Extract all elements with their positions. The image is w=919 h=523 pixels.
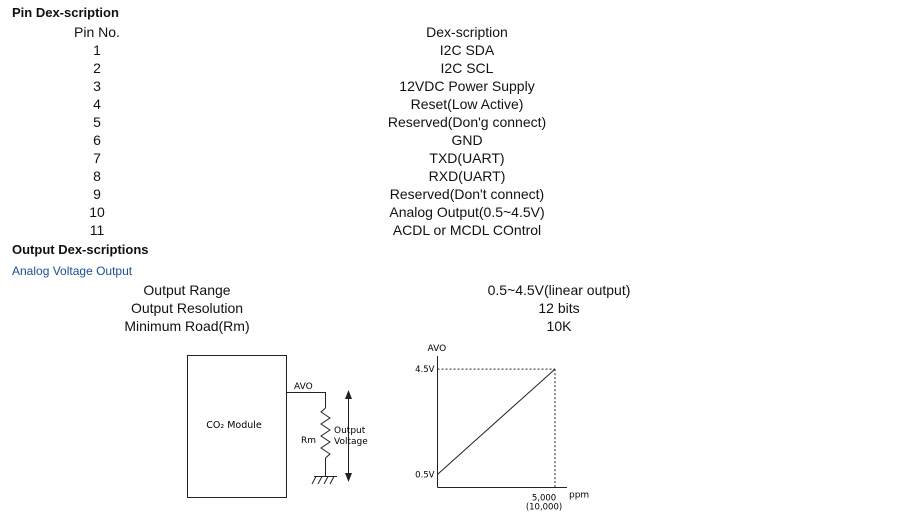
pin-section-title: Pin Dex-scription <box>12 5 119 20</box>
x-axis-label: ppm <box>569 491 589 501</box>
output-table-row: Output Range 0.5~4.5V(linear output) <box>12 281 912 299</box>
pin-table-row: 1 I2C SDA <box>12 41 912 59</box>
pin-description: I2C SDA <box>439 42 495 58</box>
avo-series-line <box>437 368 556 475</box>
pin-description: GND <box>451 132 483 148</box>
pin-table: Pin No. Dex-scription 1 I2C SDA 2 I2C SCL 3 1… <box>12 23 912 239</box>
co2-module-box <box>187 355 287 498</box>
output-diagram: CO₂ Module AVO Rm Output Voltage AVO ppm 4… <box>187 344 589 513</box>
pin-table-row: 3 12VDC Power Supply <box>12 77 912 95</box>
ground-symbol <box>311 476 337 485</box>
avo-chart: AVO ppm 4.5V 0.5V 5,000(10,000) <box>415 344 589 513</box>
output-table-row: Minimum Road(Rm) 10K <box>12 317 912 335</box>
output-parameter-name: Output Range <box>143 282 231 298</box>
pin-table-row: 6 GND <box>12 131 912 149</box>
pin-number: 8 <box>93 168 101 184</box>
y-axis-label: AVO <box>428 344 447 354</box>
description-header: Dex-scription <box>426 24 508 40</box>
pin-description: Analog Output(0.5~4.5V) <box>389 204 545 220</box>
pin-number: 1 <box>93 42 101 58</box>
pin-number: 6 <box>93 132 101 148</box>
pin-table-row: 9 Reserved(Don't connect) <box>12 185 912 203</box>
resistor-symbol <box>320 407 331 459</box>
pin-table-row: 10 Analog Output(0.5~4.5V) <box>12 203 912 221</box>
x-tick-label: 5,000 <box>532 494 556 504</box>
pin-table-row: 7 TXD(UART) <box>12 149 912 167</box>
pin-description: TXD(UART) <box>429 150 505 166</box>
pin-description: Reserved(Don'g connect) <box>387 114 547 130</box>
pin-number: 9 <box>93 186 101 202</box>
output-label-line1: Output <box>334 426 366 436</box>
pin-table-row: 2 I2C SCL <box>12 59 912 77</box>
pin-table-header: Pin No. Dex-scription <box>12 23 912 41</box>
output-parameter-name: Output Resolution <box>130 300 244 316</box>
pin-number: 11 <box>89 222 105 238</box>
pin-number: 2 <box>93 60 101 76</box>
output-voltage-arrow <box>345 390 352 482</box>
output-parameter-value: 12 bits <box>538 300 580 316</box>
y-tick-label-max: 4.5V <box>415 365 435 375</box>
pin-description: Reserved(Don't connect) <box>389 186 545 202</box>
x-tick-label-alt: (10,000) <box>526 503 562 513</box>
co2-module-label: CO₂ Module <box>206 420 262 431</box>
pin-description: ACDL or MCDL COntrol <box>392 222 542 238</box>
pin-number: 4 <box>93 96 101 112</box>
pin-table-row: 4 Reset(Low Active) <box>12 95 912 113</box>
pin-table-row: 5 Reserved(Don'g connect) <box>12 113 912 131</box>
output-parameter-name: Minimum Road(Rm) <box>124 318 250 334</box>
pin-number: 3 <box>93 78 101 94</box>
pin-table-row: 11 ACDL or MCDL COntrol <box>12 221 912 239</box>
avo-wire-label: AVO <box>294 382 313 392</box>
pin-description: Reset(Low Active) <box>410 96 524 112</box>
output-label-line2: Voltage <box>334 437 368 447</box>
output-table-row: Output Resolution 12 bits <box>12 299 912 317</box>
pin-number: 7 <box>93 150 101 166</box>
y-tick-label-min: 0.5V <box>415 470 435 480</box>
pin-table-row: 8 RXD(UART) <box>12 167 912 185</box>
resistor-label: Rm <box>301 436 316 446</box>
pin-description: I2C SCL <box>440 60 494 76</box>
analog-voltage-output-subtitle: Analog Voltage Output <box>12 264 133 278</box>
pin-number: 10 <box>89 204 105 220</box>
pin-description: RXD(UART) <box>428 168 506 184</box>
output-parameter-value: 10K <box>546 318 572 334</box>
output-section-title: Output Dex-scriptions <box>12 242 149 257</box>
pin-no-header: Pin No. <box>74 24 120 40</box>
output-parameter-value: 0.5~4.5V(linear output) <box>487 282 631 298</box>
pin-description: 12VDC Power Supply <box>399 78 535 94</box>
pin-number: 5 <box>93 114 101 130</box>
